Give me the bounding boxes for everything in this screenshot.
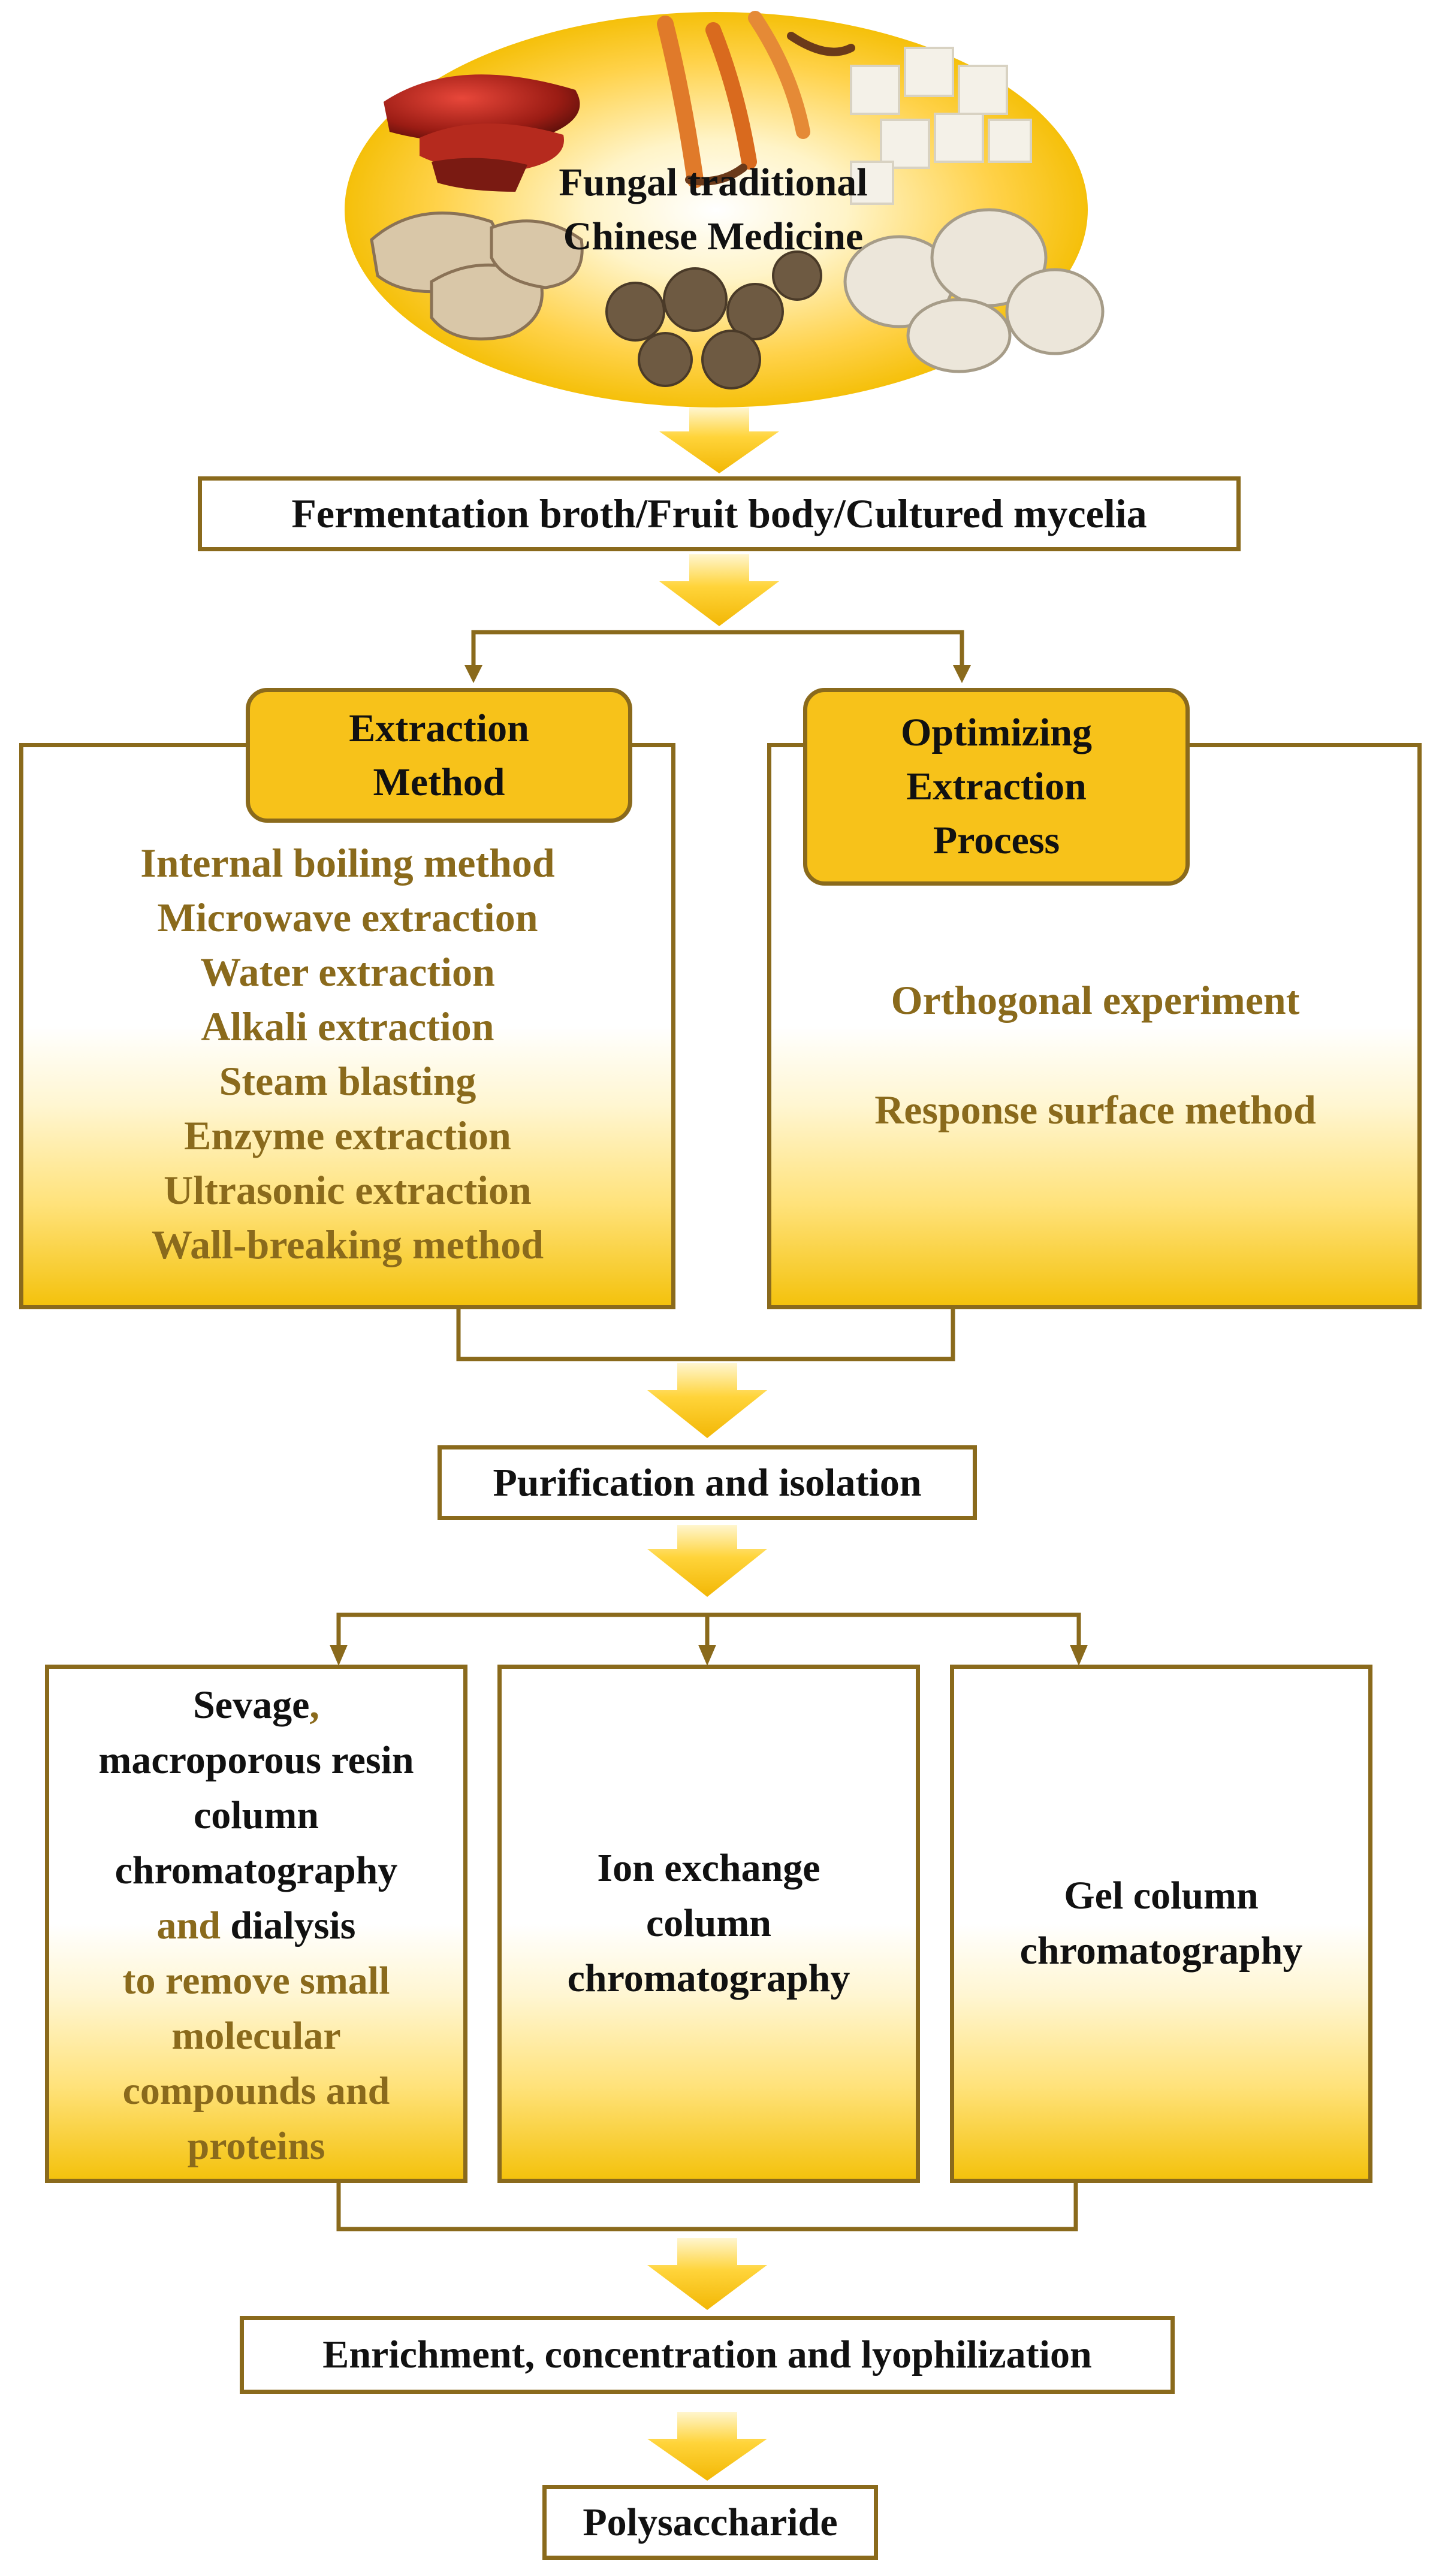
purification-label: Purification and isolation (493, 1460, 922, 1505)
list-item: Ultrasonic extraction (164, 1167, 532, 1213)
enrichment-box: Enrichment, concentration and lyophiliza… (240, 2316, 1175, 2394)
tuber-image (605, 250, 822, 389)
down-arrow (647, 1363, 767, 1438)
ion-exchange-line-2: column (645, 1901, 772, 1945)
branch-lines (336, 630, 1081, 2231)
cordyceps-image (657, 11, 855, 188)
hero-illustration (345, 11, 1105, 407)
sevage-line-6: to remove small (122, 1959, 390, 2003)
optimizing-list: Orthogonal experiment Response surface m… (773, 946, 1417, 1165)
sevage-line-9: proteins (187, 2124, 325, 2168)
sevage-dialysis-text: Sevage, macroporous resin column chromat… (48, 1678, 464, 2174)
list-item: Enzyme extraction (184, 1113, 511, 1158)
sevage-comma: , (309, 1683, 319, 1727)
optimizing-title-2: Extraction (906, 765, 1087, 808)
down-arrow (659, 407, 779, 473)
enrichment-label: Enrichment, concentration and lyophiliza… (322, 2333, 1092, 2376)
list-item: Orthogonal experiment (891, 977, 1300, 1023)
list-item: Alkali extraction (201, 1004, 494, 1049)
gel-column-panel (950, 1665, 1372, 2183)
optimizing-title-3: Process (933, 819, 1060, 862)
ion-exchange-text: Ion exchange column chromatography (500, 1841, 917, 2006)
ion-exchange-panel (497, 1665, 920, 2183)
arrowheads (330, 665, 1088, 1666)
hero-label-line-2: Chinese Medicine (563, 215, 864, 258)
list-item: Wall-breaking method (151, 1222, 544, 1267)
extraction-method-header: Extraction Method (246, 688, 632, 823)
down-arrow (647, 1525, 767, 1597)
poria-cubes-image (850, 47, 1032, 205)
sevage-line-7: molecular (171, 2014, 341, 2058)
sevage-line-2: macroporous resin (98, 1738, 414, 1782)
sevage-word: Sevage (193, 1683, 310, 1727)
optimizing-extraction-header: Optimizing Extraction Process (803, 688, 1190, 886)
extraction-method-title-2: Method (373, 760, 505, 804)
dried-slices-image (370, 212, 584, 341)
source-material-box: Fermentation broth/Fruit body/Cultured m… (198, 476, 1241, 551)
source-material-label: Fermentation broth/Fruit body/Cultured m… (291, 491, 1147, 536)
sevage-dialysis-word: dialysis (220, 1904, 356, 1947)
hero-label-line-1: Fungal traditional (559, 161, 868, 204)
puffball-mushroom-image (843, 208, 1105, 373)
extraction-method-panel (19, 743, 675, 1309)
down-arrow (647, 2238, 767, 2310)
sevage-line-3: column (193, 1793, 319, 1837)
list-item: Steam blasting (219, 1058, 476, 1104)
sevage-and-word: and (156, 1904, 221, 1947)
gel-column-line-2: chromatography (1019, 1929, 1303, 1973)
list-item: Internal boiling method (140, 840, 555, 886)
down-arrow (659, 554, 779, 626)
purification-box: Purification and isolation (438, 1445, 977, 1520)
list-item: Microwave extraction (157, 895, 538, 940)
gel-column-text: Gel column chromatography (953, 1868, 1369, 1979)
ion-exchange-line-3: chromatography (567, 1956, 850, 2000)
hero-label: Fungal traditional Chinese Medicine (557, 156, 869, 264)
ion-exchange-line-1: Ion exchange (597, 1846, 820, 1890)
polysaccharide-box: Polysaccharide (542, 2485, 878, 2560)
ganoderma-image (384, 74, 580, 192)
extraction-method-title-1: Extraction (349, 706, 529, 750)
optimizing-title-1: Optimizing (900, 711, 1092, 754)
list-item: Response surface method (874, 1087, 1316, 1133)
sevage-dialysis-panel (45, 1665, 467, 2183)
extraction-method-list: Internal boiling method Microwave extrac… (24, 836, 671, 1272)
list-item: Water extraction (200, 949, 495, 995)
gel-column-line-1: Gel column (1064, 1874, 1259, 1917)
sevage-line-8: compounds and (122, 2069, 390, 2113)
polysaccharide-label: Polysaccharide (583, 2500, 838, 2544)
down-arrow (647, 2412, 767, 2481)
sevage-line-4: chromatography (114, 1849, 398, 1892)
